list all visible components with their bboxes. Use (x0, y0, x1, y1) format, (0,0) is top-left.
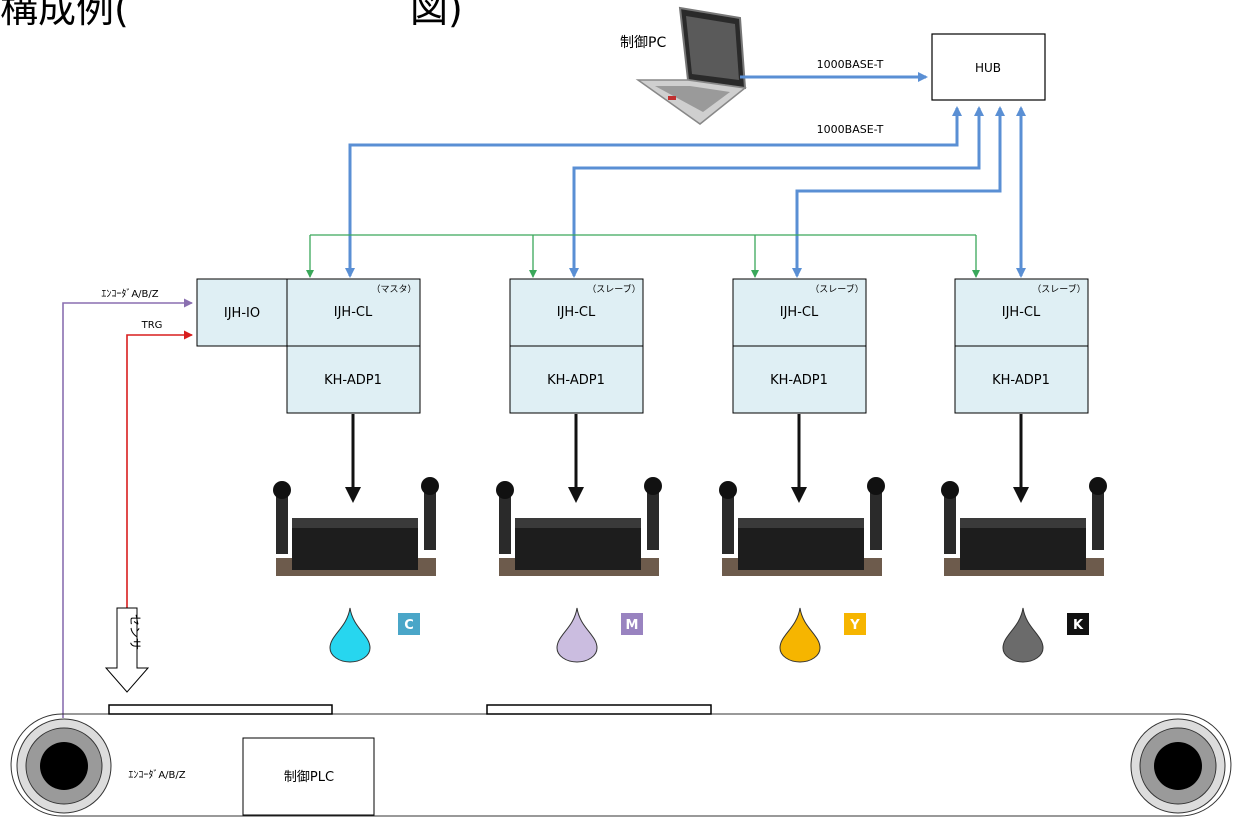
ink-badge-label: M (626, 618, 639, 633)
controller-box (732, 278, 867, 347)
ink-badge (1067, 613, 1089, 635)
controller-box (286, 278, 421, 347)
adapter-box (954, 345, 1089, 414)
ink-drop-icon (779, 607, 821, 663)
adapter-box (732, 345, 867, 414)
control-pc-label: 制御PC (620, 35, 666, 51)
ink-badge-label: K (1073, 618, 1084, 633)
ink-drop-icon (556, 607, 598, 663)
sensor-label: センサ (128, 614, 142, 650)
page-title: 構成例( (0, 0, 129, 31)
plc-box (242, 737, 375, 816)
ink-badge (621, 613, 643, 635)
adapter-box (509, 345, 644, 414)
ink-badge (398, 613, 420, 635)
roller-icon (1130, 718, 1226, 814)
plc-label: 制御PLC (284, 770, 334, 785)
encoder-signal-line (62, 298, 193, 718)
role-label: （スレーブ） (810, 283, 863, 295)
ethernet-lines (345, 106, 1026, 278)
controller-label: IJH-CL (780, 305, 819, 320)
unit-c: （マスタ） IJH-CL KH-ADP1 (286, 278, 421, 414)
role-label: （スレーブ） (587, 283, 640, 295)
print-head-icon (496, 477, 662, 576)
controller-box (954, 278, 1089, 347)
ink-badge-label: Y (849, 618, 860, 633)
adapter-label: KH-ADP1 (324, 373, 382, 388)
unit-k: （スレーブ） IJH-CL KH-ADP1 (954, 278, 1089, 414)
hub-controllers-link-label: 1000BASE-T (817, 123, 884, 136)
hub-label: HUB (975, 61, 1001, 75)
page-title-end: 図) (410, 0, 463, 31)
trigger-signal-line (126, 330, 193, 608)
encoder-signal-label: ｴﾝｺｰﾀﾞA/B/Z (101, 288, 158, 300)
controller-label: IJH-CL (1002, 305, 1041, 320)
trigger-signal-label: TRG (141, 320, 163, 331)
adapter-label: KH-ADP1 (770, 373, 828, 388)
print-head-icon (273, 477, 439, 576)
controller-label: IJH-CL (557, 305, 596, 320)
laptop-icon (635, 6, 747, 125)
ink-badge (844, 613, 866, 635)
adapter-label: KH-ADP1 (547, 373, 605, 388)
unit-y: （スレーブ） IJH-CL KH-ADP1 (732, 278, 867, 414)
unit-m: （スレーブ） IJH-CL KH-ADP1 (509, 278, 644, 414)
ink-drop-icon (329, 607, 371, 663)
ink-badge-label: C (404, 618, 414, 633)
controller-label: IJH-CL (334, 305, 373, 320)
ink-drop-icon (1002, 607, 1044, 663)
role-label: （スレーブ） (1032, 283, 1085, 295)
io-box-label: IJH-IO (224, 306, 260, 321)
head-arrows (345, 414, 1029, 503)
print-head-icon (719, 477, 885, 576)
role-label: （マスタ） (371, 284, 416, 295)
roller-icon (16, 718, 112, 814)
adapter-box (286, 345, 421, 414)
encoder-bottom-label: ｴﾝｺｰﾀﾞA/B/Z (128, 769, 185, 781)
sync-lines (306, 234, 980, 278)
sensor-arrow-icon (104, 607, 150, 693)
pc-hub-link-label: 1000BASE-T (817, 58, 884, 71)
conveyor-belt (10, 713, 1232, 817)
io-box (196, 278, 288, 347)
print-head-icon (941, 477, 1107, 576)
adapter-label: KH-ADP1 (992, 373, 1050, 388)
workpiece (486, 704, 712, 715)
workpiece (108, 704, 333, 715)
hub-box (931, 33, 1046, 101)
